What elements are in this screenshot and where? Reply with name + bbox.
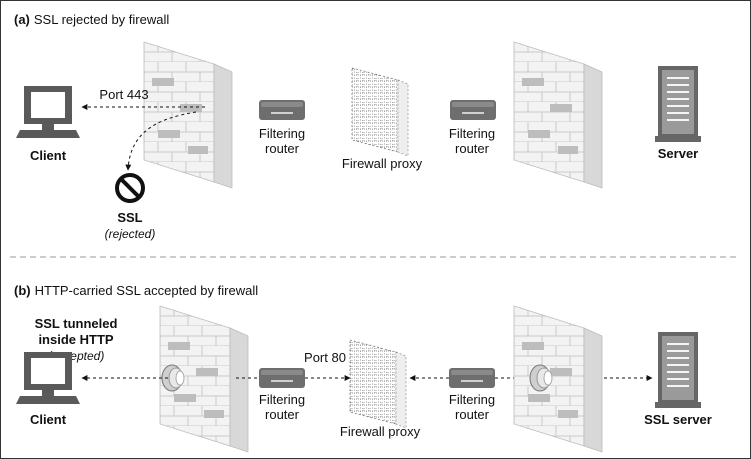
tunnel-label-line2: inside HTTP (38, 332, 113, 347)
filtering-router-2-icon (449, 99, 497, 121)
filtering-router-1-icon (258, 99, 306, 121)
server-label: Server (658, 146, 698, 161)
router-2-label-line2: router (455, 141, 490, 156)
router-2-label-line1: Filtering (449, 126, 495, 141)
ssl-server-icon (654, 331, 702, 409)
firewall-proxy-icon-b (349, 339, 407, 429)
router-2-label-b-line1: Filtering (449, 392, 495, 407)
router-2-label-b-line2: router (455, 407, 490, 422)
panel-b: (b)HTTP-carried SSL accepted by firewall… (14, 283, 712, 453)
ssl-label: SSL (117, 210, 142, 225)
ssl-server-label: SSL server (644, 412, 712, 427)
rejected-path-arrow (125, 111, 197, 171)
panel-a-title: (a)SSL rejected by firewall (14, 12, 169, 27)
no-entry-icon (115, 173, 145, 203)
router-1-label-line2: router (265, 141, 300, 156)
router-1-label-line1: Filtering (259, 126, 305, 141)
client-computer-icon (16, 86, 80, 138)
router-1-label-b-line1: Filtering (259, 392, 305, 407)
filtering-router-1-icon-b (258, 367, 306, 389)
firewall-proxy-label-b: Firewall proxy (340, 424, 421, 439)
client-label: Client (30, 148, 67, 163)
filtering-router-2-icon-b (448, 367, 496, 389)
firewall-wall-1 (143, 41, 233, 189)
panel-a: (a)SSL rejected by firewall Client Port … (14, 12, 702, 241)
firewall-wall-2-b (513, 305, 603, 453)
client-computer-icon-b (16, 352, 80, 404)
firewall-proxy-label: Firewall proxy (342, 156, 423, 171)
router-1-label-b-line2: router (265, 407, 300, 422)
firewall-wall-2 (513, 41, 603, 189)
tunnel-label-line1: SSL tunneled (35, 316, 118, 331)
panel-b-title: (b)HTTP-carried SSL accepted by firewall (14, 283, 258, 298)
client-label-b: Client (30, 412, 67, 427)
port-80-label: Port 80 (304, 350, 346, 365)
ssl-rejected-label: (rejected) (105, 227, 156, 241)
firewall-proxy-icon (351, 67, 409, 157)
server-icon (654, 65, 702, 143)
port-443-label: Port 443 (99, 87, 148, 102)
